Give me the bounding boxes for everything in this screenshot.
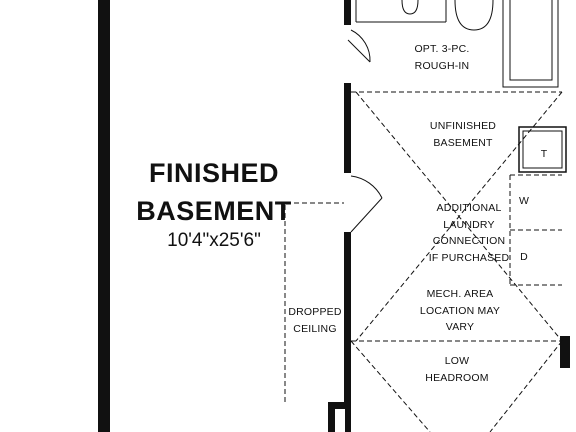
tank-symbol xyxy=(518,126,567,173)
finished-basement-line2: BASEMENT xyxy=(136,196,292,226)
dropped-ceiling-line1: DROPPED xyxy=(288,306,342,318)
wall-notch-down xyxy=(328,402,335,432)
center-wall-upper xyxy=(344,0,351,25)
rough-in-label: OPT. 3-PC. ROUGH-IN xyxy=(392,41,492,74)
low-headroom-label: LOW HEADROOM xyxy=(407,353,507,386)
rough-in-line2: ROUGH-IN xyxy=(414,59,470,72)
laundry-line1: ADDITIONAL xyxy=(436,202,502,214)
mech-area-line2: LOCATION MAY xyxy=(419,304,501,317)
low-headroom-line1: LOW xyxy=(444,355,470,367)
unfinished-line2: BASEMENT xyxy=(433,136,493,149)
finished-basement-dimensions: 10'4"x25'6" xyxy=(167,230,261,251)
door-upper xyxy=(347,29,371,63)
center-wall-middle xyxy=(344,83,351,173)
right-wall-bottom xyxy=(345,409,351,432)
dropped-ceiling-label: DROPPED CEILING xyxy=(285,304,345,337)
laundry-line4: IF PURCHASED xyxy=(428,251,510,264)
low-headroom-line2: HEADROOM xyxy=(425,371,489,384)
left-wall xyxy=(98,0,110,432)
wall-notch xyxy=(328,402,351,409)
tank-label: T xyxy=(540,148,548,160)
laundry-line3: CONNECTION xyxy=(432,235,506,247)
laundry-line2: LAUNDRY xyxy=(443,218,495,231)
center-wall-lower xyxy=(344,232,351,402)
dropped-ceiling-line2: CEILING xyxy=(293,322,337,335)
rough-in-line1: OPT. 3-PC. xyxy=(414,43,470,55)
dashed-lines xyxy=(284,91,563,432)
washer-label: W xyxy=(518,195,530,207)
laundry-label: ADDITIONAL LAUNDRY CONNECTION IF PURCHAS… xyxy=(419,200,519,266)
door-lower xyxy=(350,175,383,233)
unfinished-line1: UNFINISHED xyxy=(429,120,497,132)
mech-area-line3: VARY xyxy=(445,321,475,333)
mech-area-label: MECH. AREA LOCATION MAY VARY xyxy=(405,286,515,336)
mech-area-line1: MECH. AREA xyxy=(426,288,494,300)
finished-basement-label: FINISHED BASEMENT 10'4"x25'6" xyxy=(124,154,304,252)
bath-fixtures xyxy=(355,0,559,88)
right-wall-fragment xyxy=(560,336,570,368)
finished-basement-line1: FINISHED xyxy=(148,158,279,188)
unfinished-basement-label: UNFINISHED BASEMENT xyxy=(413,118,513,151)
dryer-label: D xyxy=(520,251,528,263)
